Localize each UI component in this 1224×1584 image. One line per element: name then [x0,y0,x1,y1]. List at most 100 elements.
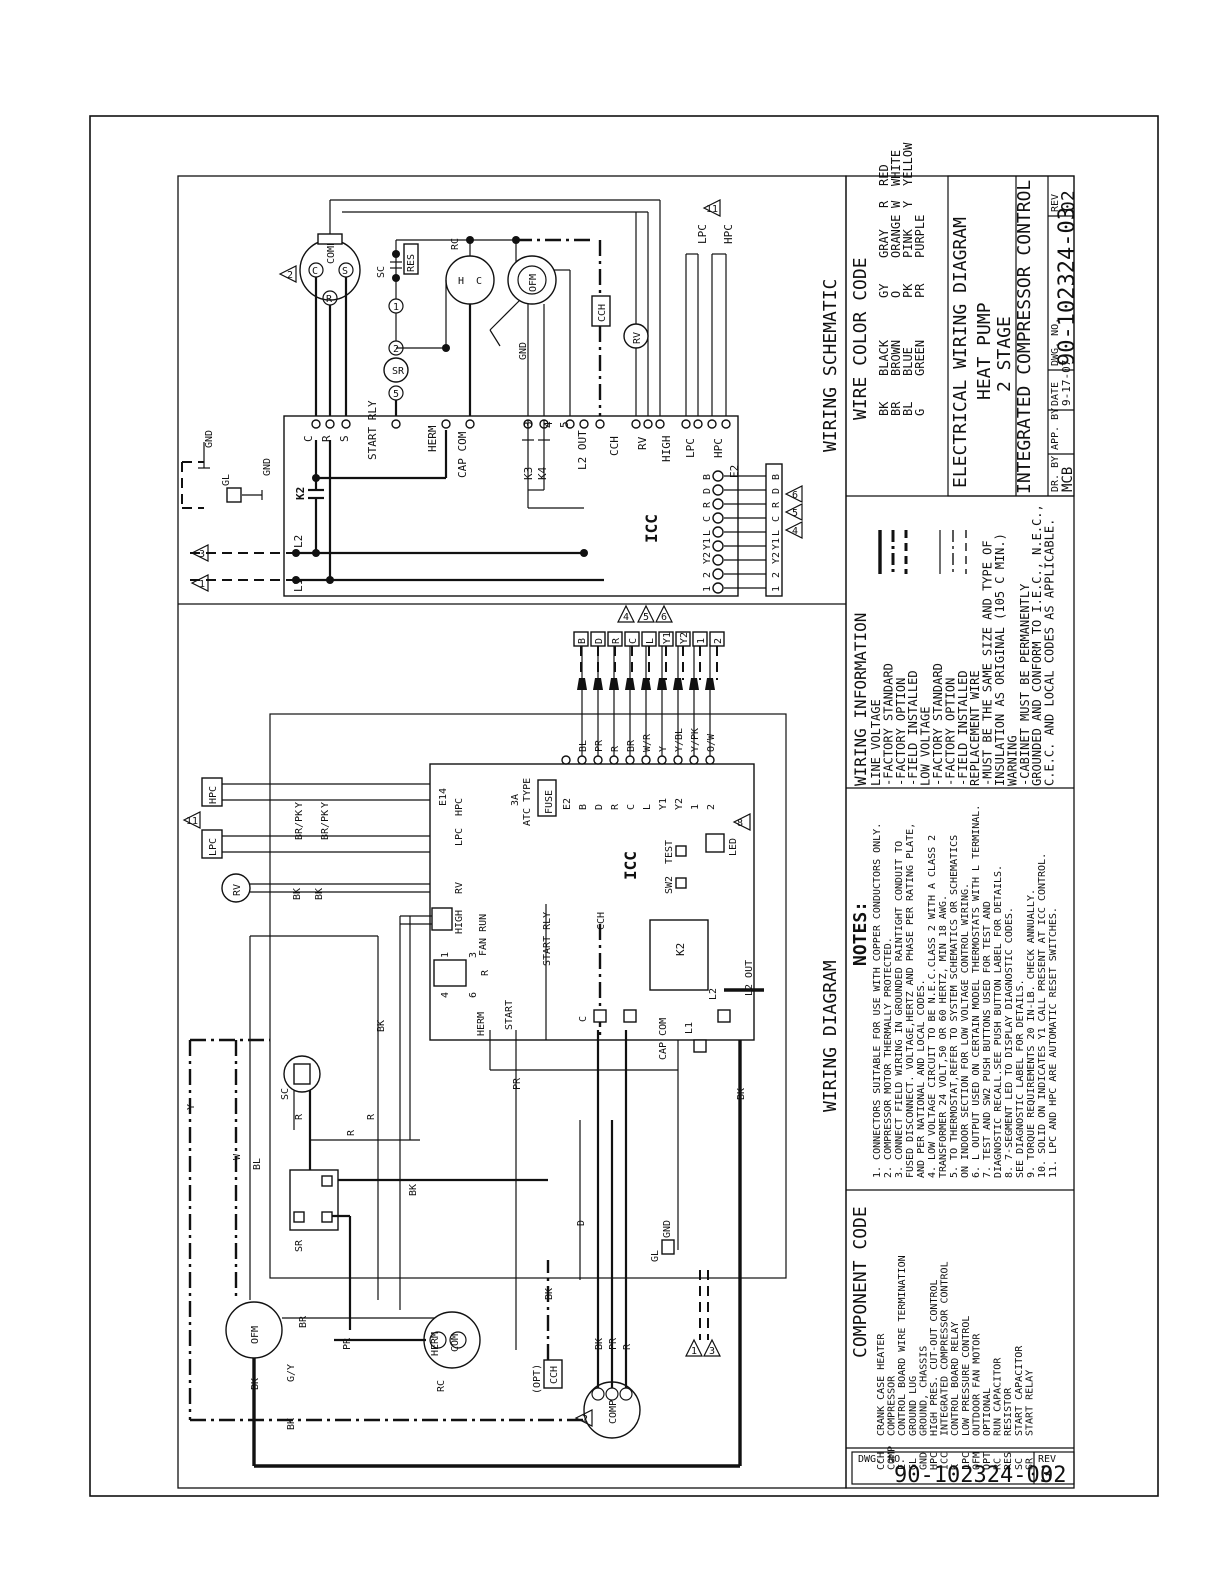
svg-text:SC: SC [280,1088,291,1100]
svg-text:S: S [342,266,348,277]
svg-text:CAP COM: CAP COM [658,1018,669,1060]
wire-nut-8 [705,678,715,690]
sch-term-cch: CCH [608,436,621,456]
svg-text:C: C [578,1016,589,1022]
sch-terminal-2 [341,419,351,429]
wiring-info-line-4: LOW VOLTAGE [919,707,933,786]
component-code-desc-9: OUTDOOR FAN MOTOR [971,1333,982,1436]
sch-term-high: HIGH [660,436,673,463]
svg-text:LPC: LPC [454,828,465,846]
schematic-title: WIRING SCHEMATIC [820,279,841,452]
sch-term-rv: RV [636,436,649,450]
sw2-button[interactable] [675,877,687,889]
note-marker-4: 4 [617,604,635,623]
svg-text:R: R [480,969,491,976]
wire-color-0-4: R [877,200,891,208]
schematic-gnd-label-2: GND [262,458,273,476]
sch-bottom-label-2: Y2 [702,552,713,564]
wiring-info-line-12: -CABINET MUST BE PERMANENTLY [1018,583,1032,786]
schematic-l2-label: L2 [292,535,305,548]
sch-terminal-4 [441,419,451,429]
wd-right-terminal-label-6: Y1 [658,798,669,810]
component-code-desc-8: LOW PRESSURE CONTROL [961,1316,972,1436]
wire-color-2-4: Y [901,200,915,208]
note-line-2: 3. CONNECT FIELD WIRING IN GROUNDED RAIN… [894,841,905,1178]
component-code-abbr-9: OFM [971,1452,982,1470]
sch-bottom-terminal-5 [712,512,724,524]
component-code-abbr-14: SR [1024,1457,1035,1470]
test-button[interactable] [675,845,687,857]
wd-right-terminal-label-0: E2 [562,798,573,810]
wd-right-terminal-8 [689,755,699,765]
component-code-desc-0: CRANK CASE HEATER [876,1333,887,1436]
svg-text:BK: BK [314,888,325,900]
wiring-info-line-7: -FIELD INSTALLED [956,670,970,786]
sch-term-k4: K4 [536,466,549,480]
sch-terminal-11 [631,419,641,429]
component-code-abbr-11: RC [993,1458,1004,1470]
svg-text:HERM: HERM [476,1012,487,1036]
crankcase-heater [543,1359,563,1389]
wire-color-1-1: BROWN [889,340,903,376]
wd-right-wire-label-2: R [610,745,621,752]
sch-terminal-1 [325,419,335,429]
sch-terminal-17 [721,419,731,429]
svg-text:BK: BK [408,1184,419,1196]
svg-text:8: 8 [737,818,743,829]
svg-text:ATC TYPE: ATC TYPE [522,778,533,826]
diagram-ground-lug [661,1239,675,1255]
svg-text:5: 5 [643,612,649,623]
schematic-l1-label: L1 [292,579,305,592]
svg-text:GL: GL [650,1250,661,1262]
diagram-title: WIRING DIAGRAM [820,960,841,1112]
schematic-run-capacitor [445,255,495,305]
wire-color-3-0: G [913,409,927,416]
svg-text:R: R [326,294,333,305]
wiring-info-line-1: -FACTORY STANDARD [881,663,895,786]
component-code-desc-2: CONTROL BOARD WIRE TERMINATION [897,1255,908,1436]
note-line-12: 8. 7-SEGMENT LED TO DISPLAY DIAGNOSTIC C… [1004,907,1015,1178]
sch-num-5: 5 [558,421,571,428]
svg-text:11: 11 [706,204,718,215]
wire-nut-4 [641,678,651,690]
svg-text:1: 1 [393,302,399,313]
sch-bottom-terminal-0 [712,582,724,594]
sch-bottom-label-8: B [702,474,713,480]
note-line-5: 4. LOW VOLTAGE CIRCUIT TO BE N.E.C.CLASS… [927,835,938,1178]
wire-nut-3 [625,678,635,690]
note-marker-11: 11 [182,811,201,829]
svg-text:C: C [476,276,482,287]
wd-right-wire-label-6: Y/BL [674,728,685,752]
wire-nut-5 [657,678,667,690]
wd-right-wire-label-4: W/R [642,733,653,752]
svg-text:3A: 3A [510,794,521,806]
title-line-3: 2 STAGE [994,316,1015,392]
wire-color-title: WIRE COLOR CODE [850,257,871,420]
svg-text:2: 2 [393,344,399,355]
field-terminal-label-0: B [577,638,588,644]
component-code-desc-11: RUN CAPACITOR [993,1357,1004,1436]
svg-text:DATE: DATE [1050,382,1061,406]
svg-text:Y: Y [294,802,305,808]
field-terminal-label-1: D [594,638,605,644]
note-marker-2-sch: 2 [278,265,297,283]
svg-text:2: 2 [287,270,293,281]
svg-text:SW2: SW2 [664,876,675,894]
wd-right-wire-label-7: Y/PK [690,728,701,752]
wd-right-wire-label-3: BR [626,739,637,752]
note-marker-3: 3 [190,544,209,562]
wire-nut-7 [689,678,699,690]
wire-color-0-1: BLACK [877,339,891,376]
rev-value: 02 [1058,190,1079,212]
svg-text:OFM: OFM [528,274,539,292]
component-code-desc-6: INTEGRATED COMPRESSOR CONTROL [940,1261,951,1436]
schematic-hpc: HPC [722,224,735,244]
svg-text:START RLY: START RLY [542,912,553,966]
field-terminal-label-8: 2 [713,638,724,644]
svg-text:R: R [346,1129,357,1136]
note-marker-5-sch: 5 [784,503,803,521]
svg-text:2: 2 [582,1414,588,1425]
sch-bottom-terminal-4 [712,526,724,538]
